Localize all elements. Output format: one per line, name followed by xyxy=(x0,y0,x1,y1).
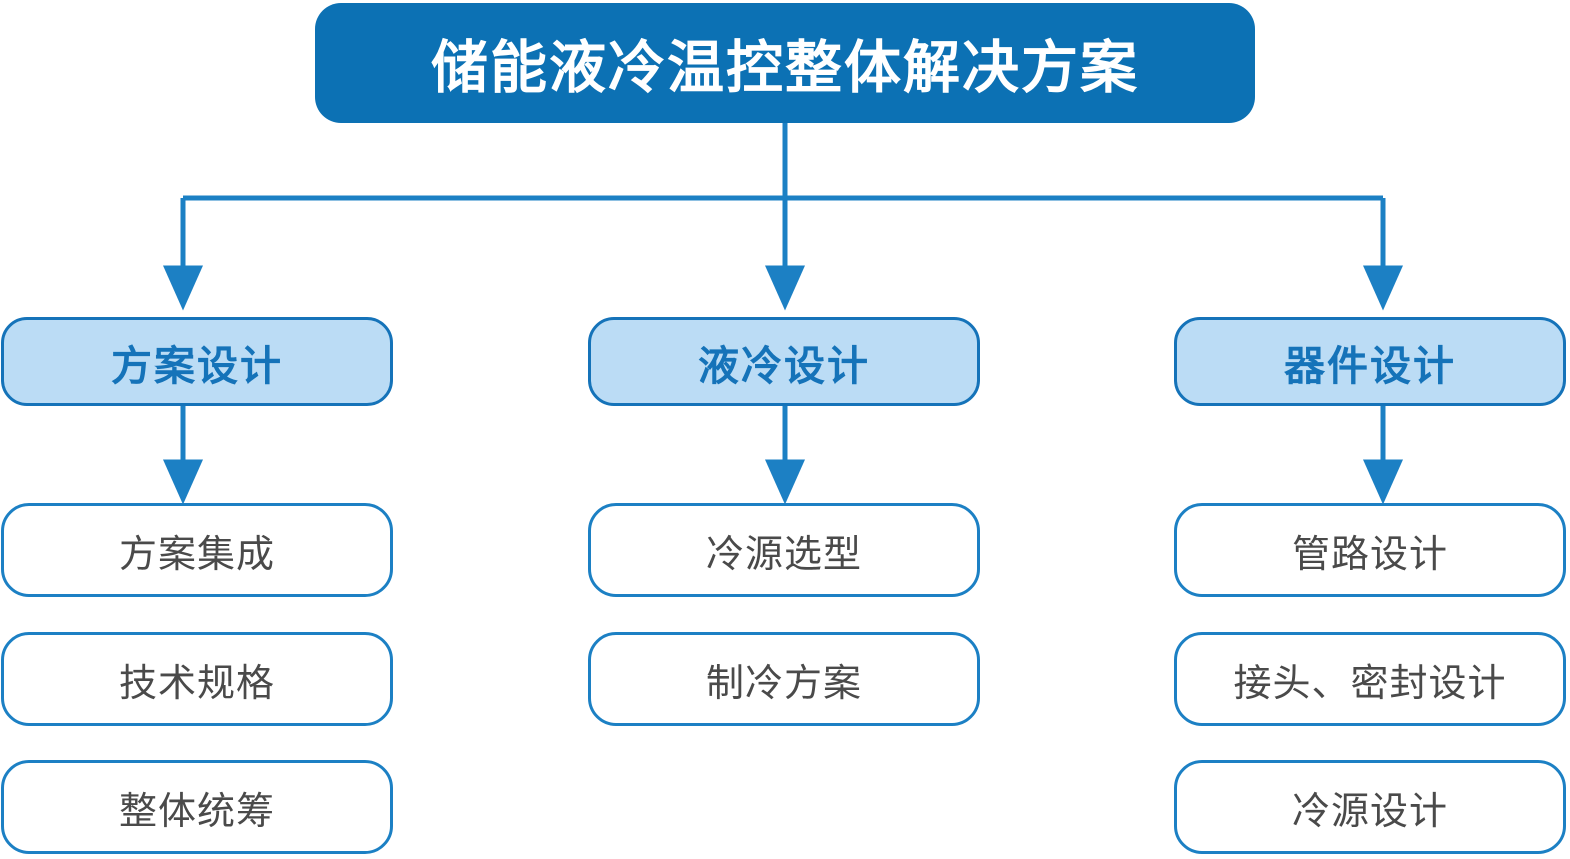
leaf-node-1-3[interactable]: 整体统筹 xyxy=(1,760,393,854)
leaf-node-3-2[interactable]: 接头、密封设计 xyxy=(1174,632,1566,726)
root-node-title[interactable]: 储能液冷温控整体解决方案 xyxy=(315,3,1255,123)
leaf-node-1-2[interactable]: 技术规格 xyxy=(1,632,393,726)
category-node-1[interactable]: 方案设计 xyxy=(1,317,393,406)
category-node-3[interactable]: 器件设计 xyxy=(1174,317,1566,406)
category-node-2[interactable]: 液冷设计 xyxy=(588,317,980,406)
leaf-node-1-1[interactable]: 方案集成 xyxy=(1,503,393,597)
leaf-node-2-2[interactable]: 制冷方案 xyxy=(588,632,980,726)
leaf-node-3-1[interactable]: 管路设计 xyxy=(1174,503,1566,597)
leaf-node-2-1[interactable]: 冷源选型 xyxy=(588,503,980,597)
leaf-node-3-3[interactable]: 冷源设计 xyxy=(1174,760,1566,854)
